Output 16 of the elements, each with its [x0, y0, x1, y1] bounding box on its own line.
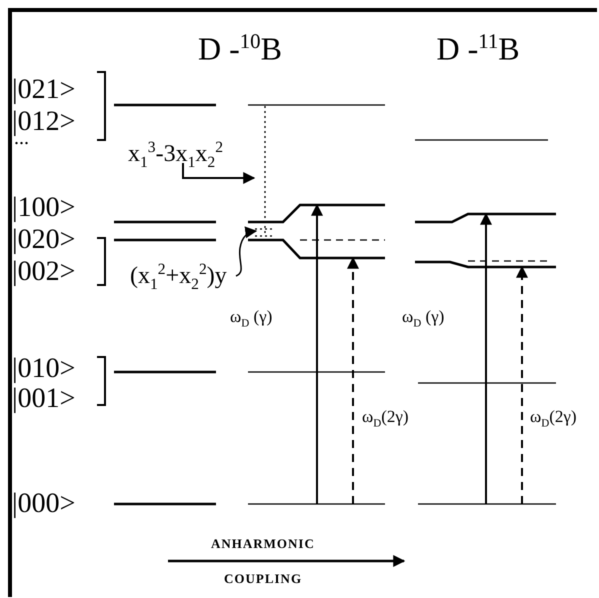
molecule-title: D -$^{11}$B [436, 32, 520, 65]
operator-label: (x$_{1}$$^{2}$+x$_{2}$$^{2}$)y [130, 262, 227, 292]
state-label: |000> [12, 490, 76, 518]
frequency-label: ω$_{D}$(2γ) [530, 408, 577, 430]
state-label: |010> [12, 355, 76, 383]
axis-caption: COUPLING [224, 572, 302, 585]
frequency-label: ω$_{D}$ (γ) [402, 308, 444, 330]
state-label: |020> [12, 226, 76, 254]
frequency-label: ω$_{D}$ (γ) [230, 308, 272, 330]
molecule-title: D -$^{10}$B [198, 32, 282, 65]
axis-caption: ANHARMONIC [211, 537, 315, 550]
state-label: |002> [12, 258, 76, 286]
state-label: |001> [12, 385, 76, 413]
state-label: |100> [12, 194, 76, 222]
frequency-label: ω$_{D}$(2γ) [362, 408, 409, 430]
state-label: |021> [12, 76, 76, 104]
